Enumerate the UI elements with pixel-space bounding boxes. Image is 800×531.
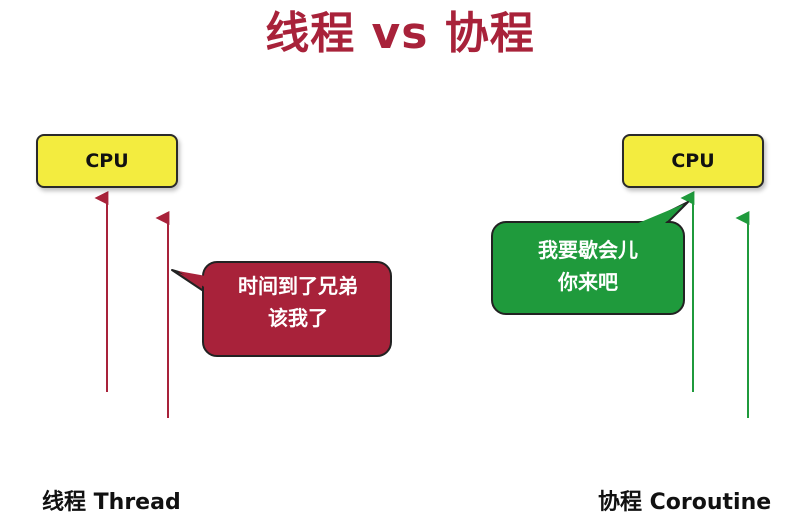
coroutine-cpu-box: CPU [622, 134, 764, 188]
coroutine-bubble-line1: 我要歇会儿 [538, 238, 638, 262]
thread-cpu-label: CPU [85, 150, 129, 172]
coroutine-bubble-text: 我要歇会儿 你来吧 [493, 234, 683, 298]
thread-bubble-line2: 该我了 [268, 306, 328, 330]
thread-cpu-box: CPU [36, 134, 178, 188]
thread-bubble-text: 时间到了兄弟 该我了 [205, 270, 391, 334]
thread-bubble-line1: 时间到了兄弟 [238, 274, 358, 298]
coroutine-label: 协程 Coroutine [598, 490, 772, 515]
thread-label: 线程 Thread [42, 490, 181, 515]
coroutine-cpu-label: CPU [671, 150, 715, 172]
page-title: 线程 vs 协程 [265, 8, 535, 59]
coroutine-speech-bubble [491, 201, 689, 315]
thread-speech-bubble [171, 261, 392, 357]
coroutine-bubble-line2: 你来吧 [558, 270, 618, 294]
